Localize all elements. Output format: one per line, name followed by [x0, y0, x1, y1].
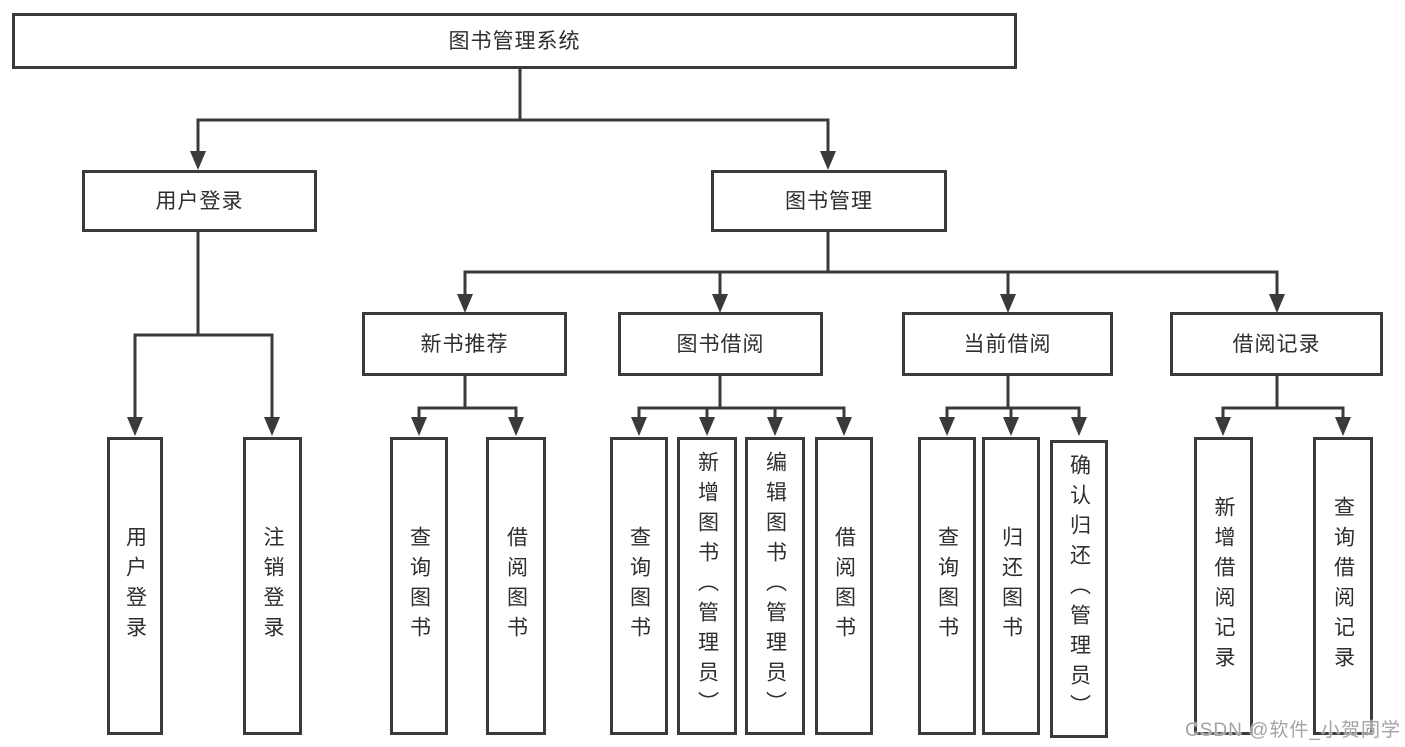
arrow-down-icon	[1215, 417, 1231, 436]
node-leaf-user-login: 用户登录	[107, 437, 163, 735]
node-leaf-query-book: 查询图书	[610, 437, 668, 735]
node-borrowing-records: 借阅记录	[1170, 312, 1383, 376]
node-leaf-add-borrow-record: 新增借阅记录	[1194, 437, 1253, 735]
node-leaf-edit-book-admin: 编辑图书（管理员）	[745, 437, 805, 735]
arrow-down-icon	[1000, 294, 1016, 313]
node-current-borrowing: 当前借阅	[902, 312, 1113, 376]
arrow-down-icon	[631, 417, 647, 436]
arrow-down-icon	[264, 417, 280, 436]
arrow-down-icon	[411, 417, 427, 436]
node-leaf-return-book: 归还图书	[982, 437, 1040, 735]
arrow-down-icon	[190, 151, 206, 170]
node-book-management: 图书管理	[711, 170, 947, 232]
arrow-down-icon	[767, 417, 783, 436]
node-leaf-query-borrow-record: 查询借阅记录	[1313, 437, 1373, 735]
arrow-down-icon	[820, 151, 836, 170]
node-new-book-recommendation: 新书推荐	[362, 312, 567, 376]
node-leaf-logout: 注销登录	[243, 437, 302, 735]
node-user-login: 用户登录	[82, 170, 317, 232]
arrow-down-icon	[1071, 417, 1087, 436]
arrow-down-icon	[1269, 294, 1285, 313]
arrow-down-icon	[1335, 417, 1351, 436]
arrow-down-icon	[836, 417, 852, 436]
node-leaf-confirm-return-admin: 确认归还（管理员）	[1050, 440, 1108, 738]
node-leaf-add-book-admin: 新增图书（管理员）	[677, 437, 737, 735]
arrow-down-icon	[127, 417, 143, 436]
node-leaf-query-book: 查询图书	[918, 437, 976, 735]
connector-lines	[133, 68, 1345, 420]
node-leaf-borrow-book: 借阅图书	[815, 437, 873, 735]
node-leaf-borrow-book: 借阅图书	[486, 437, 546, 735]
node-root-system: 图书管理系统	[12, 13, 1017, 69]
arrow-down-icon	[508, 417, 524, 436]
arrow-down-icon	[939, 417, 955, 436]
node-book-borrowing: 图书借阅	[618, 312, 823, 376]
arrow-down-icon	[1003, 417, 1019, 436]
node-leaf-query-book: 查询图书	[390, 437, 448, 735]
arrow-down-icon	[457, 294, 473, 313]
arrow-down-icon	[712, 294, 728, 313]
arrow-down-icon	[699, 417, 715, 436]
